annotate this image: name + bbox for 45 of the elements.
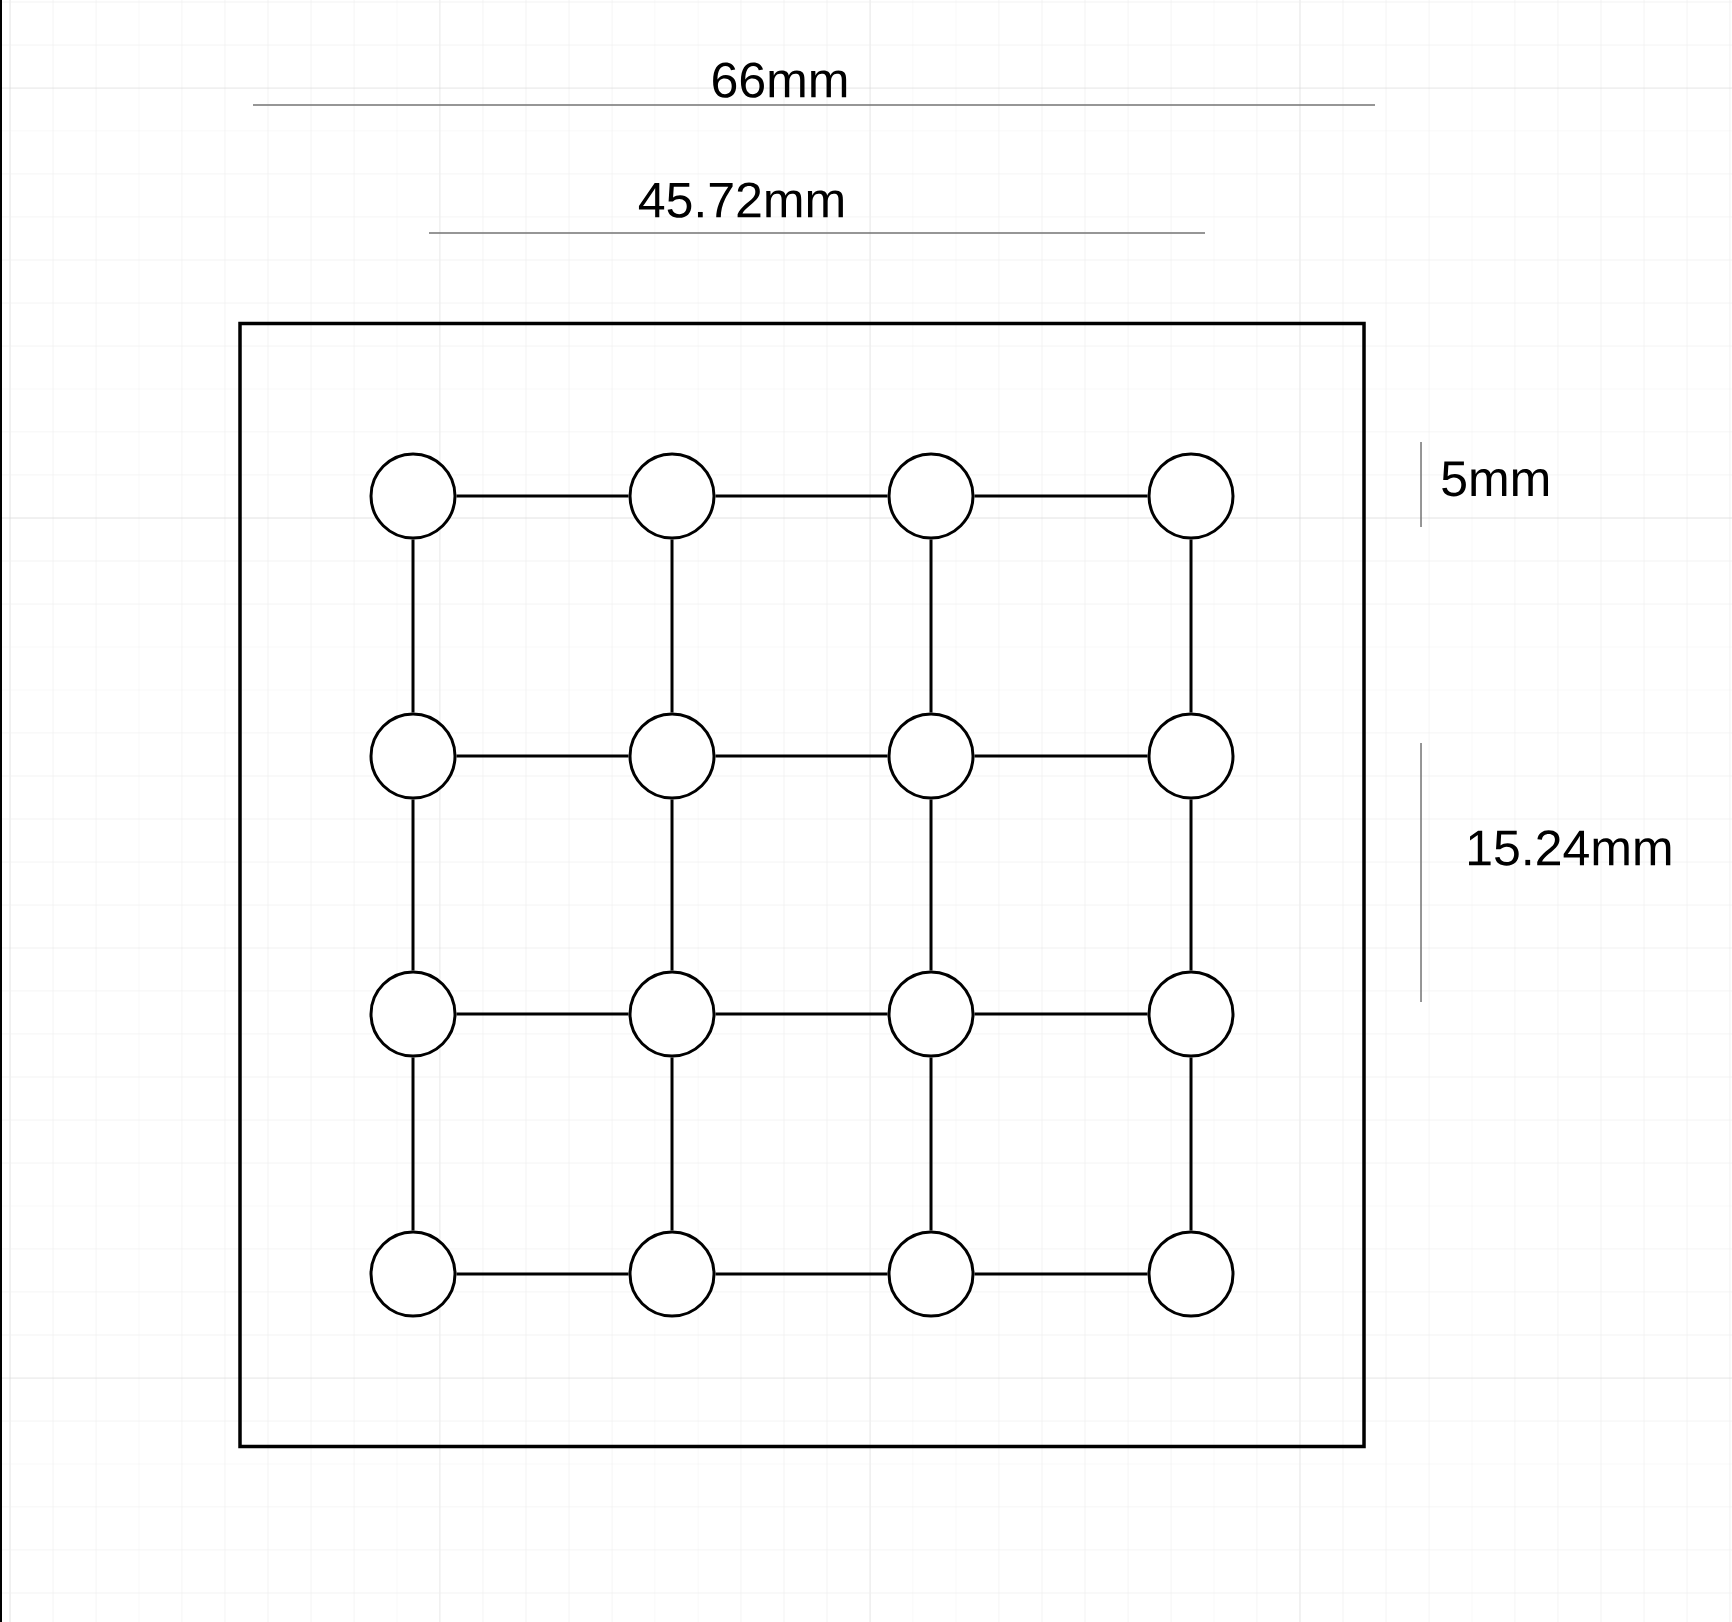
pad-circle — [887, 970, 975, 1058]
board-outline — [238, 321, 1366, 1449]
dimension-label: 45.72mm — [638, 182, 843, 218]
connector-line — [715, 754, 888, 758]
dimension-label: 5mm — [1442, 461, 1548, 497]
connector-line — [411, 539, 415, 713]
pad-circle — [628, 970, 716, 1058]
pad-circle — [887, 1230, 975, 1318]
connector-line — [974, 1272, 1148, 1276]
connector-line — [1189, 539, 1193, 713]
pad-circle — [1147, 970, 1235, 1058]
connector-line — [974, 754, 1148, 758]
connector-line — [670, 799, 674, 971]
connector-line — [1189, 799, 1193, 971]
pad-circle — [1147, 452, 1235, 540]
pad-circle — [1147, 1230, 1235, 1318]
connector-line — [411, 1057, 415, 1231]
connector-line — [456, 1272, 629, 1276]
connector-line — [929, 799, 933, 971]
pad-circle — [628, 712, 716, 800]
pad-circle — [628, 1230, 716, 1318]
pad-circle — [369, 452, 457, 540]
pad-circle — [369, 970, 457, 1058]
dimension-label: 66mm — [713, 62, 847, 98]
pad-circle — [887, 452, 975, 540]
connector-line — [1189, 1057, 1193, 1231]
pad-circle — [369, 1230, 457, 1318]
connector-line — [974, 1012, 1148, 1016]
connector-line — [929, 1057, 933, 1231]
connector-line — [974, 494, 1148, 498]
connector-line — [456, 494, 629, 498]
connector-line — [929, 539, 933, 713]
pad-circle — [1147, 712, 1235, 800]
connector-line — [670, 539, 674, 713]
connector-line — [715, 1012, 888, 1016]
dimension-label: 15.24mm — [1469, 830, 1671, 866]
pad-circle — [887, 712, 975, 800]
connector-line — [411, 799, 415, 971]
connector-line — [456, 754, 629, 758]
pad-circle — [628, 452, 716, 540]
connector-line — [715, 1272, 888, 1276]
connector-line — [456, 1012, 629, 1016]
connector-line — [715, 494, 888, 498]
connector-line — [670, 1057, 674, 1231]
pad-circle — [369, 712, 457, 800]
